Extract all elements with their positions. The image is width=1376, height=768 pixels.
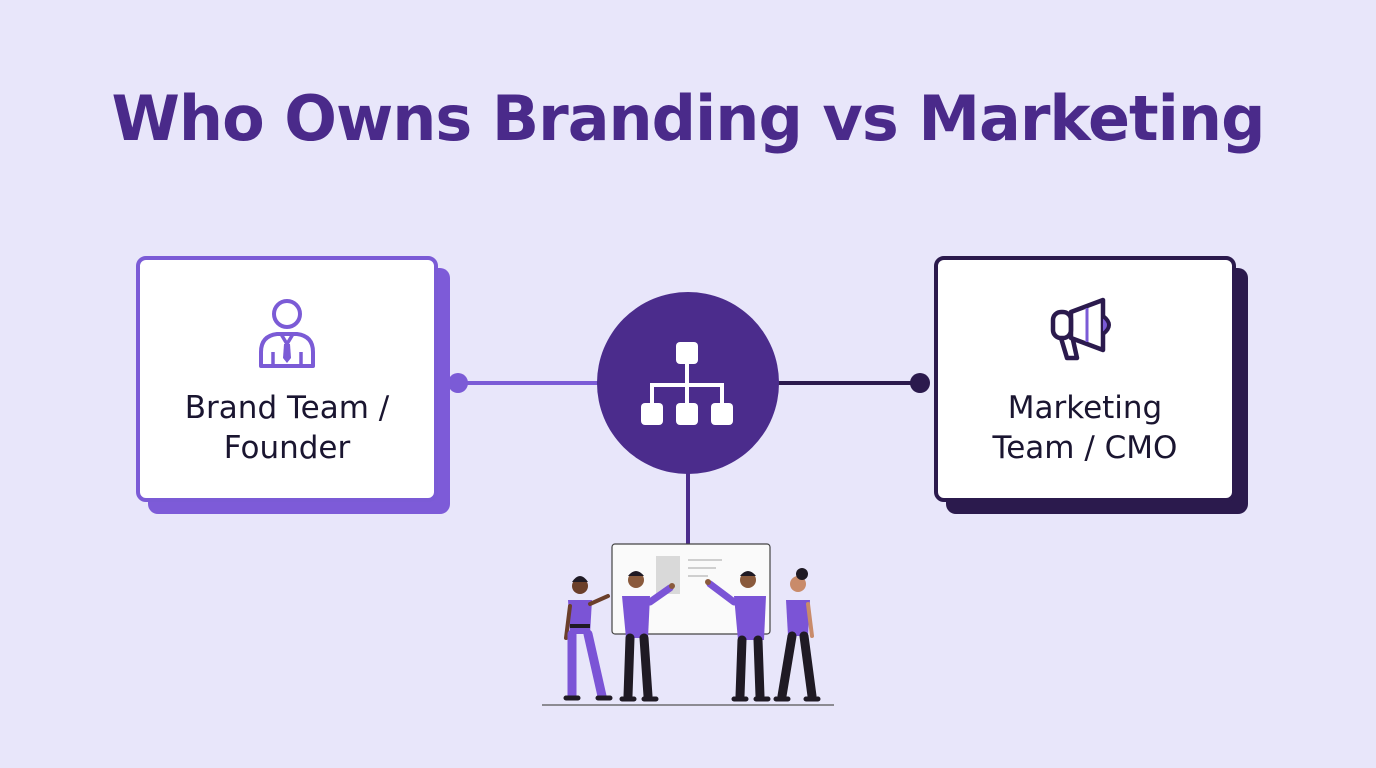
connector-right-dot: [910, 373, 930, 393]
org-chart-icon: [641, 342, 733, 425]
marketing-team-label-line2: Team / CMO: [992, 430, 1178, 466]
marketing-team-card: Marketing Team / CMO: [934, 256, 1236, 502]
marketing-team-label: Marketing Team / CMO: [938, 388, 1232, 468]
brand-team-label-line1: Brand Team /: [184, 390, 390, 426]
marketing-team-label-line1: Marketing: [1007, 390, 1163, 426]
connector-left-dot: [448, 373, 468, 393]
business-person-icon: [255, 296, 319, 376]
page-title: Who Owns Branding vs Marketing: [111, 82, 1266, 155]
team-at-whiteboard-illustration: [542, 543, 834, 706]
megaphone-icon: [1047, 296, 1123, 366]
brand-team-label-line2: Founder: [223, 430, 351, 466]
brand-team-card: Brand Team / Founder: [136, 256, 438, 502]
hub-circle: [597, 292, 779, 474]
brand-team-label: Brand Team / Founder: [140, 388, 434, 468]
